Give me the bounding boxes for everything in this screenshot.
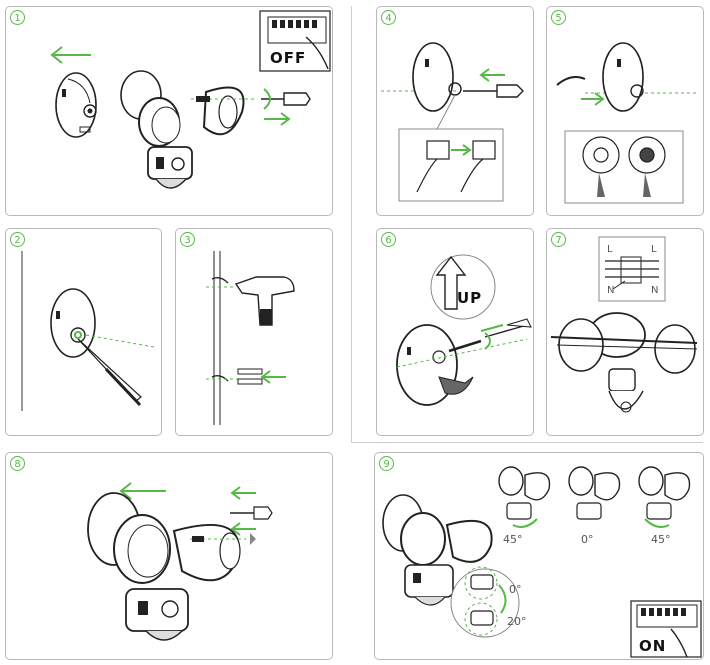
step-4-illustration <box>381 42 524 202</box>
step-4-number: 4 <box>381 10 396 25</box>
step-8-illustration <box>87 482 273 641</box>
step-6-panel: 6 UP <box>376 228 534 436</box>
step-1-illustration <box>50 10 331 189</box>
step-1-panel: 1 <box>5 6 333 216</box>
up-label: UP <box>457 289 483 307</box>
wire-l-left: L <box>607 244 613 255</box>
step-9-panel: 9 <box>374 452 704 660</box>
step-7-number: 7 <box>551 232 566 247</box>
step-2-panel: 2 <box>5 228 162 436</box>
step-3-number: 3 <box>180 232 195 247</box>
on-label: ON <box>639 637 667 655</box>
step-5-illustration <box>556 42 697 204</box>
step-1-number: 1 <box>10 10 25 25</box>
angle-left-label: 45° <box>503 533 523 546</box>
tilt-top-label: 0° <box>509 583 522 596</box>
step-5-number: 5 <box>551 10 566 25</box>
wire-n-left: N <box>607 285 615 296</box>
step-9-illustration <box>382 466 702 658</box>
wire-n-right: N <box>651 285 659 296</box>
step-2-number: 2 <box>10 232 25 247</box>
off-label: OFF <box>270 49 307 67</box>
step-7-illustration <box>550 236 698 413</box>
vertical-divider <box>351 6 352 442</box>
step-9-number: 9 <box>379 456 394 471</box>
tilt-bottom-label: 20° <box>507 615 527 628</box>
step-6-number: 6 <box>381 232 396 247</box>
step-7-panel: 7 L L N N <box>546 228 704 436</box>
step-5-panel: 5 <box>546 6 704 216</box>
step-8-number: 8 <box>10 456 25 471</box>
step-3-illustration <box>206 251 295 425</box>
angle-right-label: 45° <box>651 533 671 546</box>
horizontal-divider <box>351 442 703 443</box>
step-6-illustration <box>396 254 532 406</box>
angle-center-label: 0° <box>581 533 594 546</box>
step-3-panel: 3 <box>175 228 333 436</box>
step-8-panel: 8 <box>5 452 333 660</box>
wire-l-right: L <box>651 244 657 255</box>
step-4-panel: 4 <box>376 6 534 216</box>
step-2-illustration <box>21 251 155 411</box>
